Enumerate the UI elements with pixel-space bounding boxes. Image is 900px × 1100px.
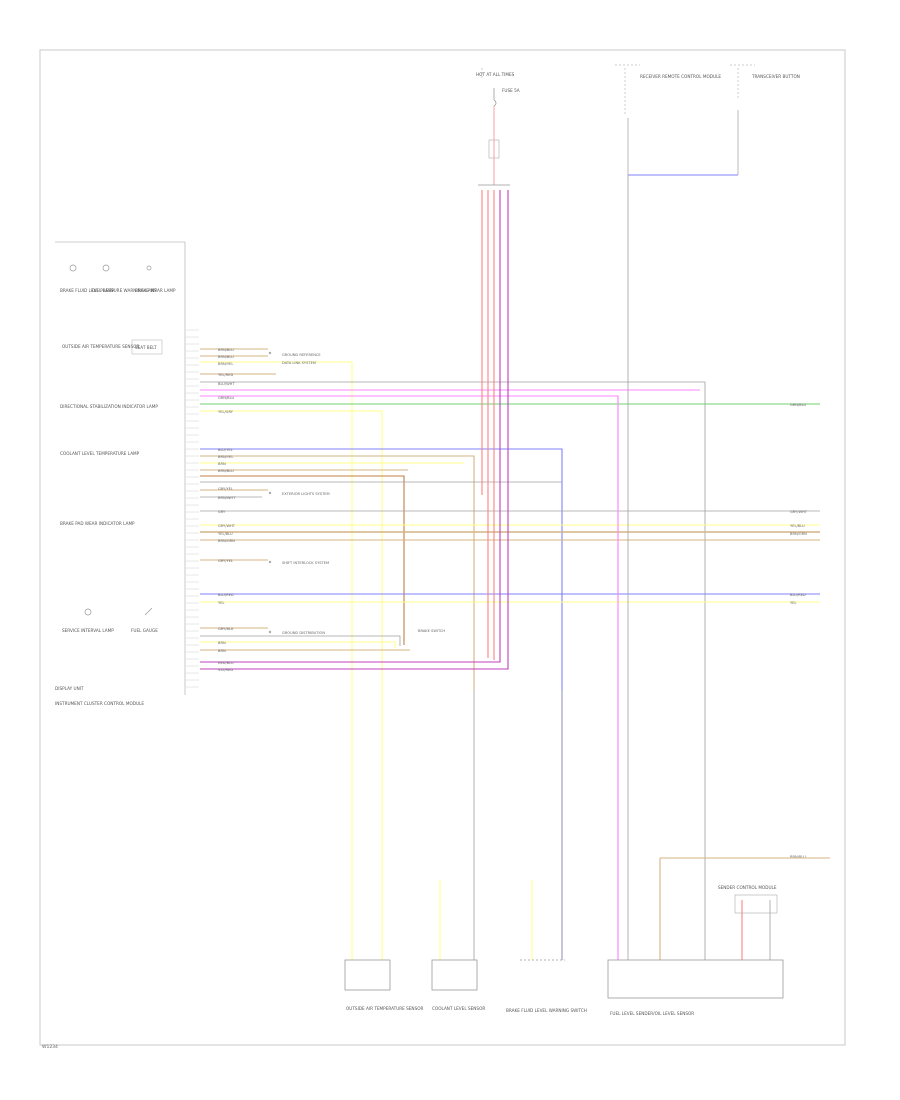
wire-color-label: BRN/BLU bbox=[790, 855, 806, 859]
wire-color-label: GRY bbox=[218, 510, 226, 514]
wire-color-label: GRN/BLU bbox=[790, 403, 806, 407]
service-label: SERVICE INTERVAL LAMP bbox=[62, 628, 114, 633]
wire-color-label: BRN/GRN bbox=[218, 539, 235, 543]
transceiver-button: TRANSCEIVER BUTTON bbox=[730, 64, 800, 175]
sensor-outside-air: OUTSIDE AIR TEMPERATURE SENSOR bbox=[344, 959, 424, 1011]
wire-color-label: GRY/YEL bbox=[218, 487, 233, 491]
sensor-brake-fluid: BRAKE FLUID LEVEL WARNING SWITCH bbox=[506, 959, 587, 1013]
system-labels: GROUND REFERENCE DATA LINK SYSTEM EXTERI… bbox=[282, 353, 445, 635]
right-wire-labels: GRN/BLU GRY/WHT YEL/BLU BRN/GRN BLU/RED … bbox=[790, 403, 808, 859]
exterior-label: EXTERIOR LIGHTS SYSTEM bbox=[282, 492, 330, 496]
wire-color-label: GRY/YEL bbox=[218, 559, 233, 563]
shift-lock-label: SHIFT INTERLOCK SYSTEM bbox=[282, 561, 329, 565]
outside-temp-label: OUTSIDE AIR TEMPERATURE SENSOR bbox=[62, 344, 140, 349]
wire-color-label: YEL bbox=[218, 601, 224, 605]
directional-label: DIRECTIONAL STABILIZATION INDICATOR LAMP bbox=[60, 404, 158, 409]
dist-sys-label: DATA LINK SYSTEM bbox=[282, 361, 316, 365]
wire-color-label: GRN/BLU bbox=[218, 396, 234, 400]
brake-switch-label: BRAKE SWITCH bbox=[418, 629, 445, 633]
connector-pins bbox=[186, 329, 199, 688]
wire-color-label: BRN/BLU bbox=[218, 355, 234, 359]
ground-dist-label: GROUND DISTRIBUTION bbox=[282, 631, 325, 635]
wire-color-label: YEL/RED bbox=[218, 373, 233, 377]
wire-color-label: YEL/GRY bbox=[218, 410, 234, 414]
sensor1-label: OUTSIDE AIR TEMPERATURE SENSOR bbox=[346, 1006, 424, 1011]
wire-junctions bbox=[268, 351, 272, 634]
lamp-3-label: BRAKE WEAR LAMP bbox=[135, 288, 176, 293]
fuse-sub-label: FUSE 5A bbox=[502, 88, 520, 93]
wire-color-label: BLU/RED bbox=[218, 593, 234, 597]
display-unit-label: DISPLAY UNIT bbox=[55, 686, 84, 691]
ground-ref-label: GROUND REFERENCE bbox=[282, 353, 321, 357]
remote-control-module: RECEIVER REMOTE CONTROL MODULE bbox=[615, 64, 738, 176]
wire-color-label: YEL/BLU bbox=[218, 532, 233, 536]
wire-color-label: BRN/WHT bbox=[218, 496, 236, 500]
wire-color-label: BRN/BLU bbox=[218, 469, 234, 473]
wire-color-label: RED/BLU bbox=[218, 661, 234, 665]
sender-ctrl-label: SENDER CONTROL MODULE bbox=[718, 885, 777, 890]
cluster-sub-label: INSTRUMENT CLUSTER CONTROL MODULE bbox=[55, 701, 144, 706]
wire-color-label: GRY/WHT bbox=[790, 510, 808, 514]
transceiver-label: TRANSCEIVER BUTTON bbox=[751, 74, 800, 79]
service-lamp-icon bbox=[84, 608, 92, 616]
lamp-2-label: OIL PRESSURE WARNING LAMP bbox=[92, 288, 157, 293]
lamp-1-label: BRAKE FLUID LEVEL LAMP bbox=[60, 288, 115, 293]
coolant-lamp-label: COOLANT LEVEL TEMPERATURE LAMP bbox=[60, 451, 140, 456]
wire-color-label: BLU/YEL bbox=[218, 448, 233, 452]
remote-module-label: RECEIVER REMOTE CONTROL MODULE bbox=[640, 74, 721, 79]
fuel-level-sender: FUEL LEVEL SENDER/OIL LEVEL SENSOR SENDE… bbox=[607, 885, 784, 1016]
wire-color-label: YEL/BLU bbox=[790, 524, 805, 528]
fuel-gauge-label: FUEL GAUGE bbox=[131, 628, 158, 633]
wire-color-label: BRN bbox=[218, 649, 226, 653]
wire-color-label: BLU/WHT bbox=[218, 382, 235, 386]
diagram-frame bbox=[39, 49, 846, 1046]
wire-color-label: GRY/BLU bbox=[218, 627, 234, 631]
wire-color-label: BRN/BLU bbox=[218, 348, 234, 352]
brake-pad-label: BRAKE PAD WEAR INDICATOR LAMP bbox=[60, 521, 135, 526]
diagram-id: W1234 bbox=[42, 1044, 58, 1050]
bottom-wires bbox=[351, 690, 830, 960]
wire-color-label: BRN/GRN bbox=[790, 532, 807, 536]
instrument-cluster: BRAKE FLUID LEVEL LAMP OIL PRESSURE WARN… bbox=[55, 241, 186, 706]
wires bbox=[200, 175, 820, 960]
wire-color-label: BLU/RED bbox=[790, 593, 806, 597]
fuse-block: HOT AT ALL TIMES FUSE 5A bbox=[476, 68, 520, 186]
lamp-icon bbox=[69, 264, 152, 272]
sensor2-label: COOLANT LEVEL SENSOR bbox=[432, 1006, 485, 1011]
fuel-gauge-icon bbox=[144, 607, 153, 616]
sensor3-label: BRAKE FLUID LEVEL WARNING SWITCH bbox=[506, 1008, 587, 1013]
wire-color-label: BRN bbox=[218, 641, 226, 645]
seatbelt-label: SEAT BELT bbox=[135, 345, 157, 350]
wire-color-label: BRN/YEL bbox=[218, 455, 233, 459]
wire-color-label: VIO/RED bbox=[218, 668, 233, 672]
wire-color-labels: BRN/BLU BRN/BLU BRN/YEL YEL/RED BLU/WHT … bbox=[218, 348, 236, 672]
fuse-label: HOT AT ALL TIMES bbox=[476, 72, 515, 77]
wire-color-label: BRN/YEL bbox=[218, 362, 233, 366]
wire-color-label: YEL bbox=[790, 601, 796, 605]
wire-color-label: GRY/WHT bbox=[218, 524, 236, 528]
sensor-coolant-level: COOLANT LEVEL SENSOR bbox=[431, 959, 485, 1011]
wire-color-label: BRN bbox=[218, 462, 226, 466]
fuel-sender-label: FUEL LEVEL SENDER/OIL LEVEL SENSOR bbox=[610, 1011, 694, 1016]
